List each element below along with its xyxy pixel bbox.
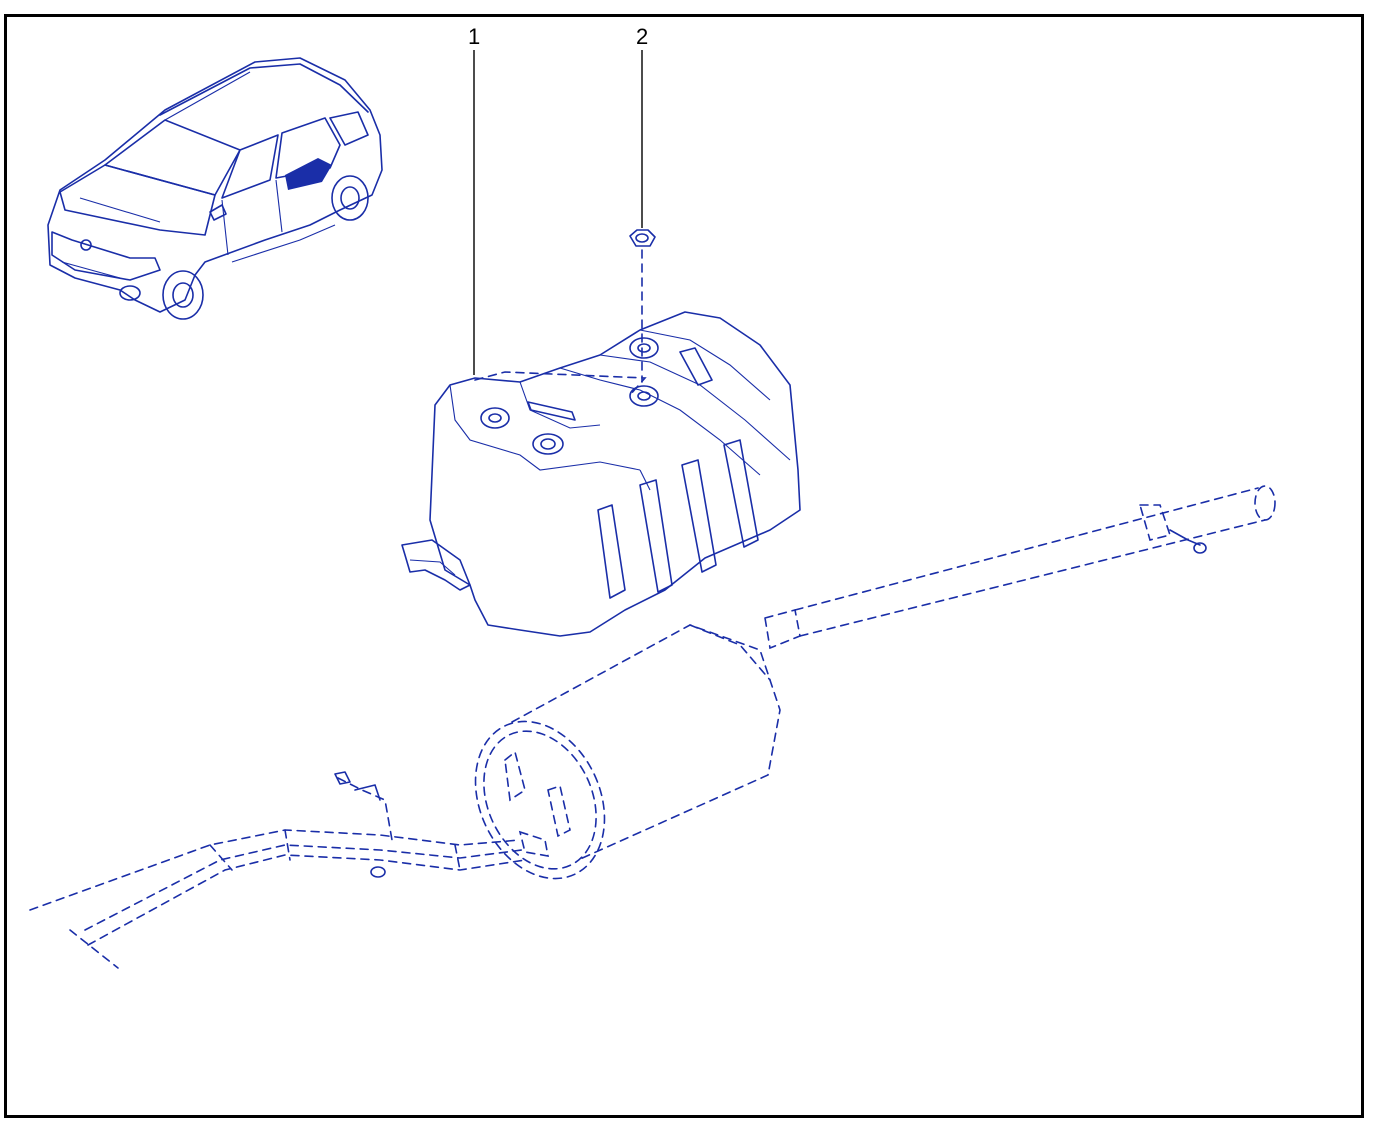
diagram-frame — [4, 14, 1364, 1118]
callout-2: 2 — [636, 24, 648, 228]
callout-label-2: 2 — [636, 24, 648, 49]
callout-label-1: 1 — [468, 24, 480, 49]
vehicle-locator-illustration — [47, 57, 383, 320]
callout-1: 1 — [468, 24, 480, 375]
part-1-heat-shield — [401, 311, 801, 637]
part-2-nut — [629, 229, 656, 383]
exhaust-system-reference — [29, 485, 1276, 969]
